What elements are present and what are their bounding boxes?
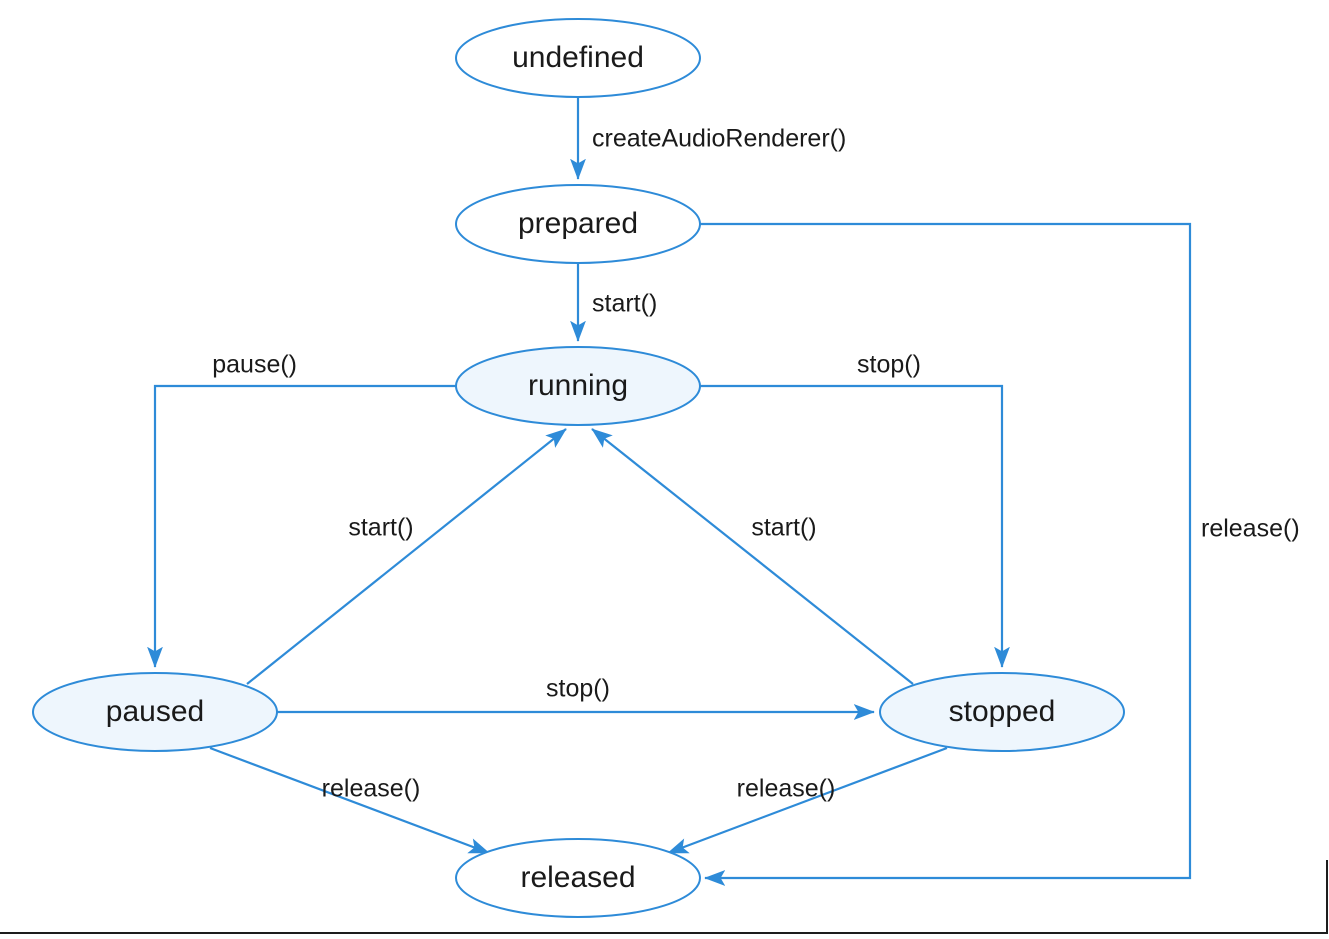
state-node-paused[interactable]: paused xyxy=(32,672,278,752)
edge-label-paused-to-stopped: stop() xyxy=(546,675,610,703)
state-node-undefined[interactable]: undefined xyxy=(455,18,701,98)
edge-labels-layer: createAudioRenderer() start() pause() stop(… xyxy=(212,125,1299,803)
state-label-running: running xyxy=(528,369,628,402)
edge-label-running-to-stopped: stop() xyxy=(857,351,921,379)
state-ellipse-running xyxy=(455,346,701,426)
state-label-undefined: undefined xyxy=(512,41,644,74)
state-node-released[interactable]: released xyxy=(455,838,701,918)
state-ellipse-undefined xyxy=(455,18,701,98)
edges-layer xyxy=(147,97,1192,886)
edge-label-undefined-to-prepared: createAudioRenderer() xyxy=(592,125,846,153)
edge-prepared-to-released xyxy=(700,222,1192,886)
state-label-stopped: stopped xyxy=(949,695,1056,728)
state-node-prepared[interactable]: prepared xyxy=(455,184,701,264)
state-label-paused: paused xyxy=(106,695,204,728)
edge-stopped-to-running xyxy=(591,428,914,685)
state-ellipse-prepared xyxy=(455,184,701,264)
edge-paused-to-running xyxy=(246,428,567,685)
edge-paused-to-released xyxy=(209,746,490,855)
edge-stopped-to-released xyxy=(667,746,948,855)
edge-label-paused-to-released: release() xyxy=(322,775,421,803)
edge-label-stopped-to-released: release() xyxy=(737,775,836,803)
state-ellipse-stopped xyxy=(879,672,1125,752)
edge-label-stopped-to-running: start() xyxy=(751,514,816,542)
edge-label-running-to-paused: pause() xyxy=(212,351,297,379)
edge-label-prepared-to-running: start() xyxy=(592,290,657,318)
edge-label-prepared-to-released: release() xyxy=(1201,515,1300,543)
state-node-running[interactable]: running xyxy=(455,346,701,426)
edge-running-to-paused xyxy=(147,384,456,668)
state-label-released: released xyxy=(520,861,635,894)
state-label-prepared: prepared xyxy=(518,207,638,240)
state-ellipse-released xyxy=(455,838,701,918)
page-frame-border xyxy=(0,860,1328,934)
edge-label-paused-to-running: start() xyxy=(348,514,413,542)
edge-running-to-stopped xyxy=(700,384,1010,668)
state-node-stopped[interactable]: stopped xyxy=(879,672,1125,752)
state-ellipse-paused xyxy=(32,672,278,752)
nodes-layer: undefined prepared running paused stopped rel… xyxy=(32,18,1125,918)
